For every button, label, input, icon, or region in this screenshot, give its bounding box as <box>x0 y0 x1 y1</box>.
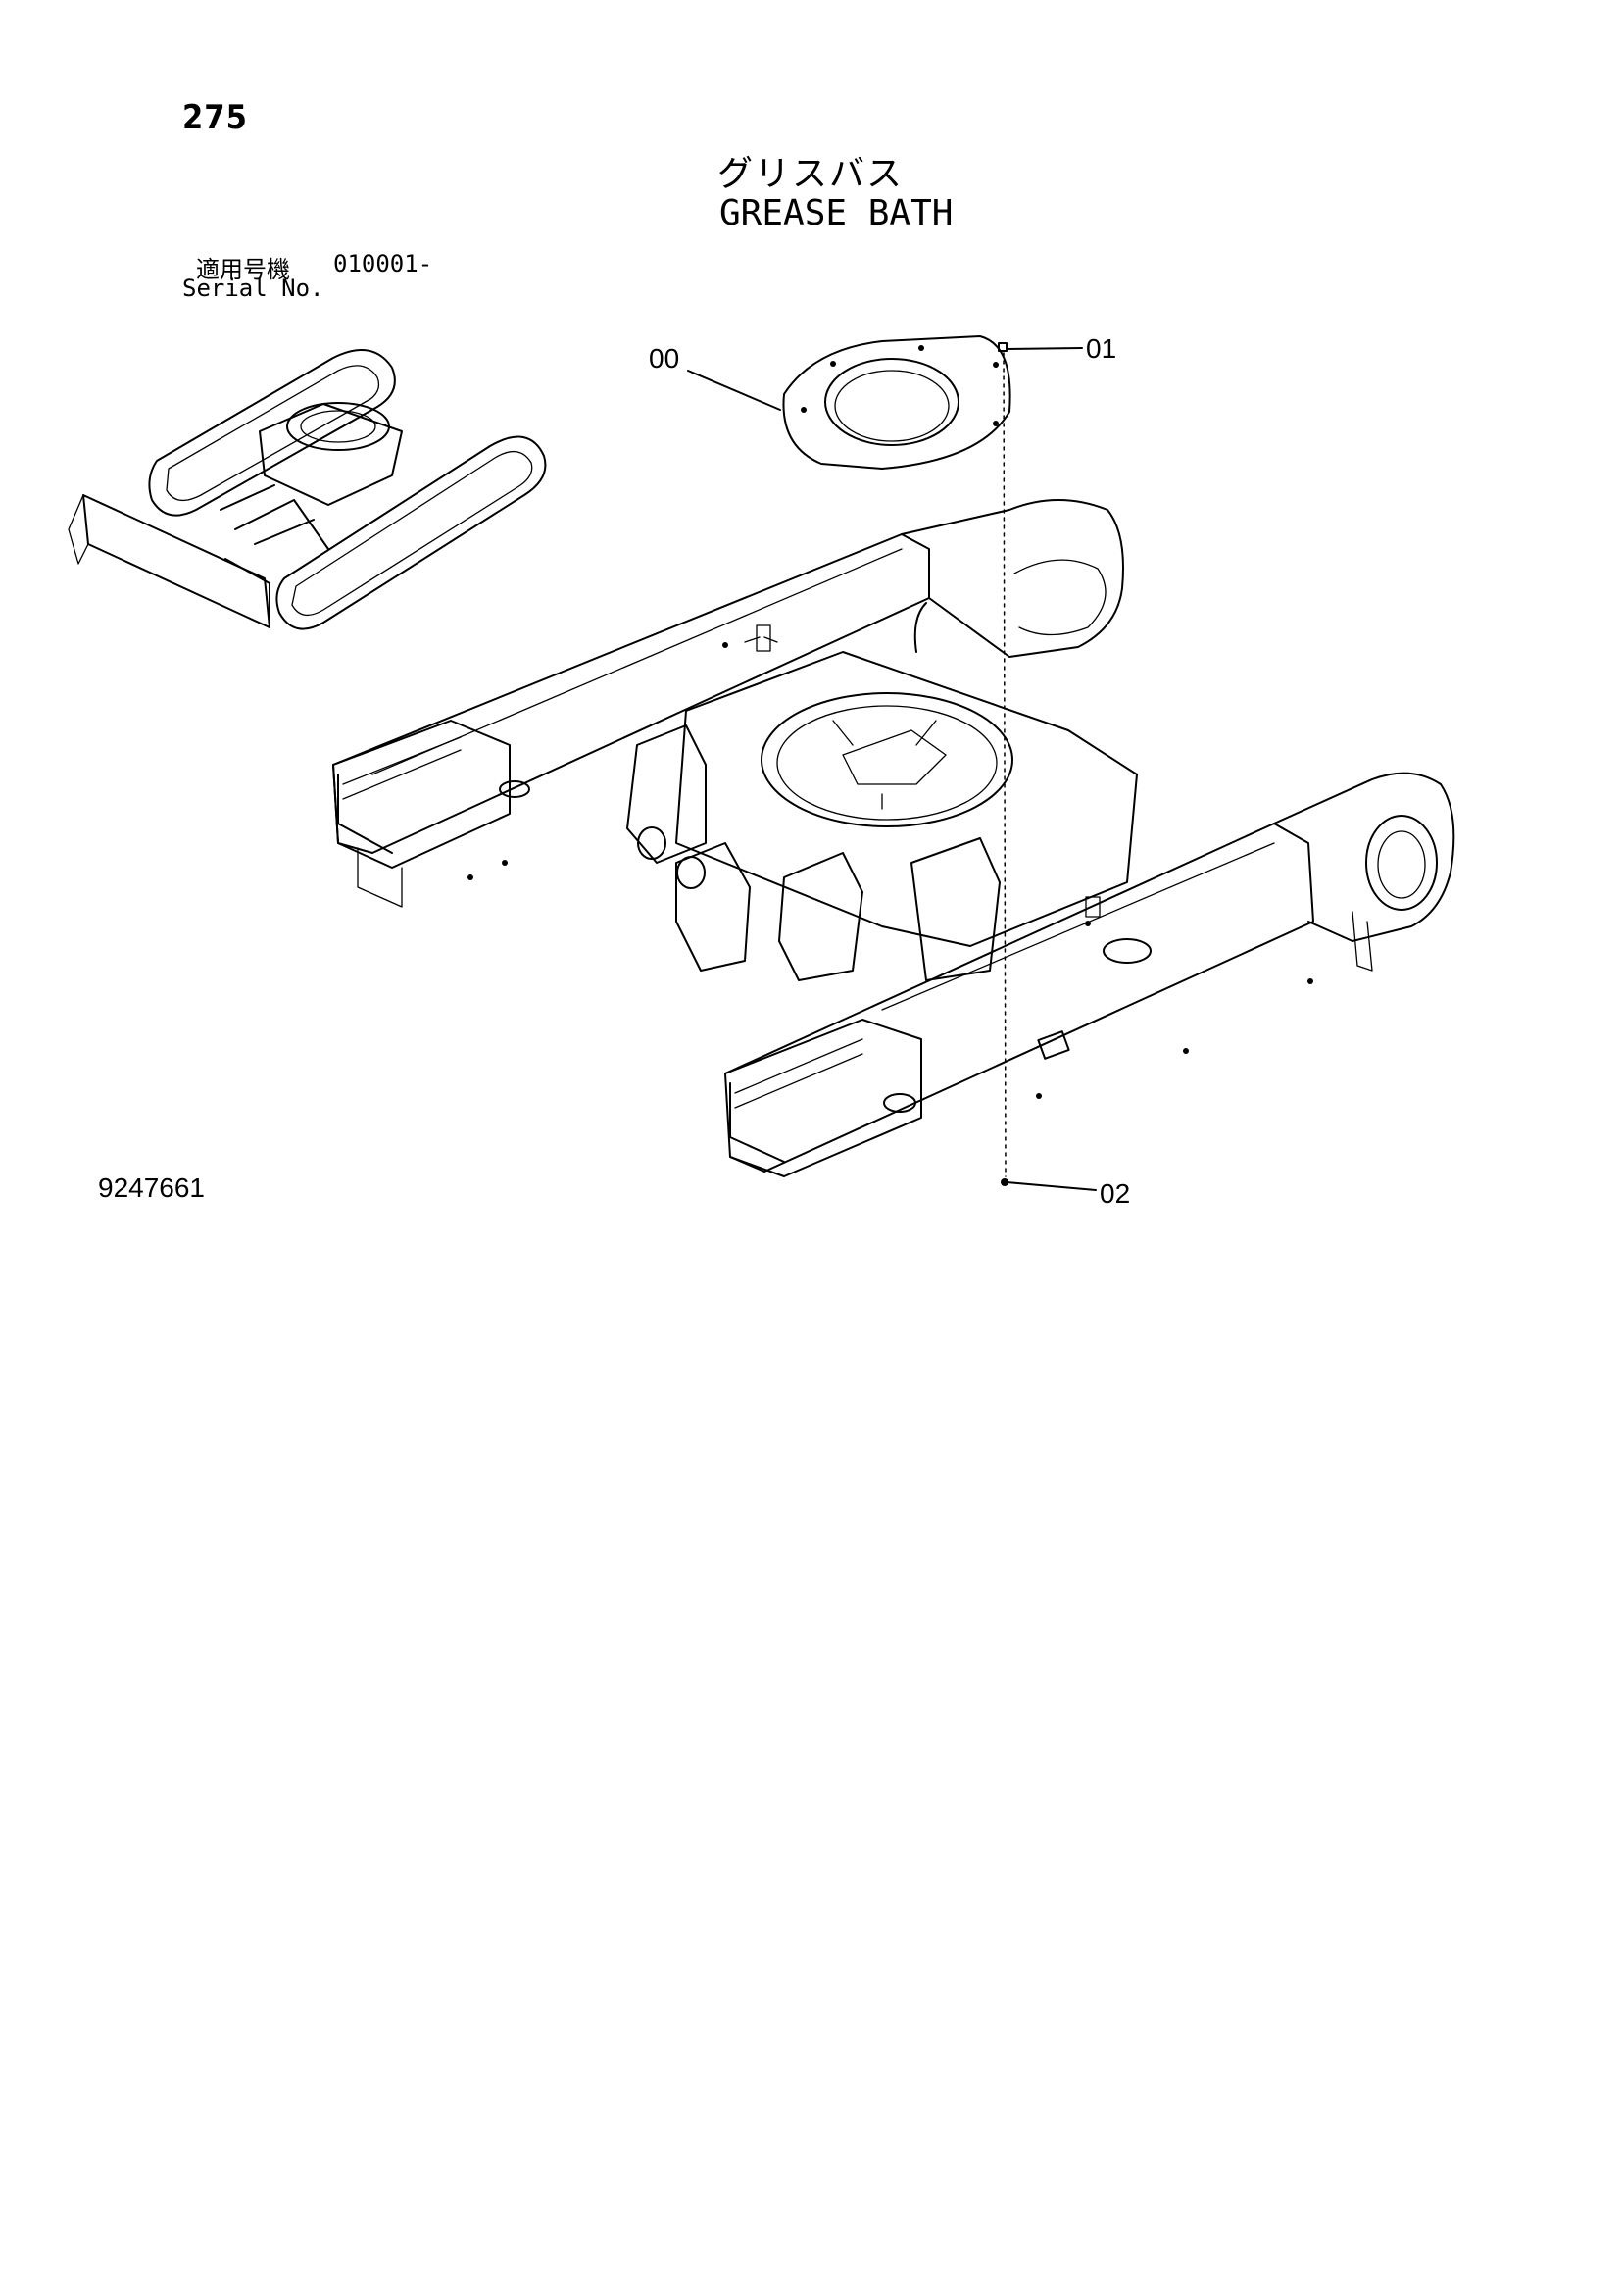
track-frame-drawing <box>332 499 1455 1177</box>
undercarriage-overview-thumbnail <box>68 349 547 630</box>
callout-label-01: 01 <box>1086 333 1117 364</box>
part-00-grease-bath-plate <box>782 335 1011 470</box>
callout-label-02: 02 <box>1100 1178 1131 1209</box>
leader-line-00 <box>687 370 781 411</box>
leader-line-01 <box>1006 347 1083 350</box>
assembly-axis-line <box>1003 352 1007 1177</box>
serial-label-japanese: 適用号機 <box>196 256 290 283</box>
page-title-english: GREASE BATH <box>719 193 954 233</box>
callout-label-00: 00 <box>649 343 680 374</box>
leader-line-02 <box>1006 1181 1097 1191</box>
part-01-bolt <box>998 342 1008 352</box>
figure-number: 9247661 <box>98 1173 206 1203</box>
serial-label-english: Serial No. <box>182 275 324 302</box>
page-number: 275 <box>182 98 248 137</box>
page-title-japanese: グリスバス <box>717 154 905 194</box>
serial-number-range: 010001- <box>333 250 433 277</box>
part-02-plug <box>1001 1178 1008 1186</box>
